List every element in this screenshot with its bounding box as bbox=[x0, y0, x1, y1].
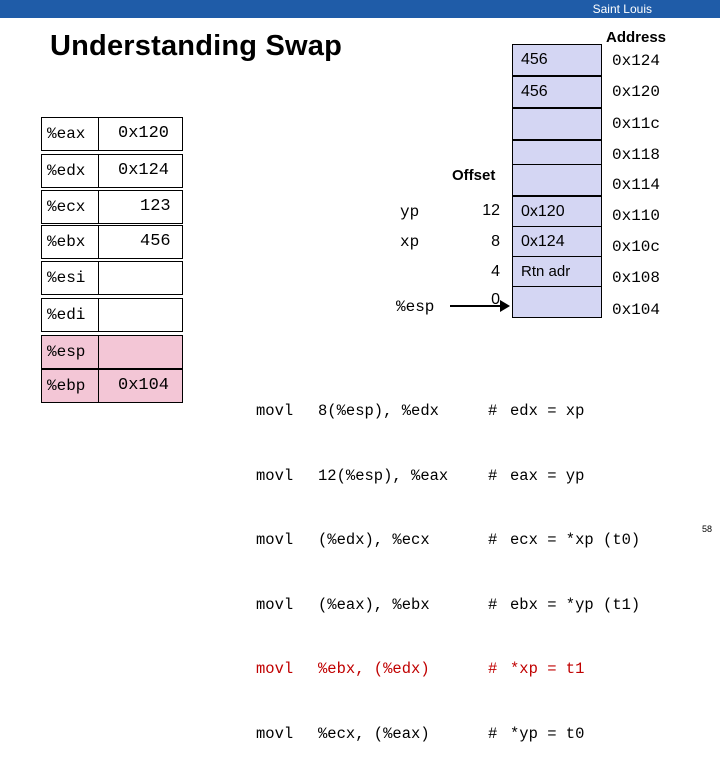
code-args: (%edx), %ecx bbox=[318, 531, 430, 549]
memory-cell: Rtn adr bbox=[512, 256, 602, 288]
register-name: %ebp bbox=[47, 377, 86, 395]
code-hash: # bbox=[488, 595, 498, 614]
register-value: 0x120 bbox=[118, 124, 170, 143]
register-value-box bbox=[98, 335, 183, 369]
register-value-box bbox=[98, 154, 183, 188]
memory-address: 0x114 bbox=[612, 176, 661, 194]
code-hash: # bbox=[488, 402, 498, 420]
register-name: %edx bbox=[47, 162, 86, 180]
register-value: 456 bbox=[140, 232, 171, 251]
register-value-box bbox=[98, 369, 183, 403]
address-header: Address bbox=[606, 29, 667, 46]
top-bar: Saint Louis bbox=[0, 0, 720, 18]
variable-label-yp: yp bbox=[400, 203, 420, 221]
memory-address: 0x104 bbox=[612, 301, 661, 319]
code-args: 8(%esp), %edx bbox=[318, 402, 439, 420]
code-hash: # bbox=[488, 724, 498, 743]
variable-label-xp: xp bbox=[400, 233, 420, 251]
memory-cell-content: 456 bbox=[521, 83, 548, 100]
memory-address: 0x124 bbox=[612, 52, 661, 70]
register-name: %edi bbox=[47, 306, 86, 324]
code-args: 12(%esp), %eax bbox=[318, 466, 449, 485]
offset-header: Offset bbox=[452, 167, 496, 184]
code-comment: *xp = t1 bbox=[510, 660, 585, 678]
memory-cell bbox=[512, 108, 602, 140]
register-name: %ebx bbox=[47, 233, 86, 251]
register-value-box bbox=[98, 225, 183, 259]
code-op: movl bbox=[256, 531, 294, 549]
register-value: 0x104 bbox=[118, 376, 170, 395]
memory-cell: 456 bbox=[512, 76, 602, 108]
register-name: %ecx bbox=[47, 198, 86, 216]
register-value: 0x124 bbox=[118, 161, 170, 180]
code-args: %ebx, (%edx) bbox=[318, 660, 430, 678]
code-op: movl bbox=[256, 660, 294, 678]
memory-cell bbox=[512, 286, 602, 318]
code-hash: # bbox=[488, 660, 498, 678]
memory-cell: 0x124 bbox=[512, 226, 602, 258]
code-op: movl bbox=[256, 595, 294, 614]
memory-cell-content: 0x124 bbox=[521, 233, 565, 250]
memory-cell bbox=[512, 164, 602, 196]
code-operands: 8(%esp), %edx 12(%esp), %eax (%edx), %ec… bbox=[318, 358, 448, 767]
register-value-box bbox=[98, 298, 183, 332]
code-op: movl bbox=[256, 402, 294, 420]
register-name: %esi bbox=[47, 269, 86, 287]
memory-cell: 456 bbox=[512, 44, 602, 76]
offset-value: 4 bbox=[491, 263, 500, 280]
offset-value: 0 bbox=[491, 291, 500, 308]
code-op: movl bbox=[256, 466, 294, 485]
memory-address: 0x118 bbox=[612, 146, 661, 164]
memory-address: 0x108 bbox=[612, 269, 661, 287]
code-args: %ecx, (%eax) bbox=[318, 724, 430, 743]
register-value-box bbox=[98, 261, 183, 295]
register-name: %esp bbox=[47, 343, 86, 361]
code-hashes: # # # # # # bbox=[488, 358, 507, 767]
register-name: %eax bbox=[47, 125, 86, 143]
code-comment: ebx = *yp (t1) bbox=[510, 595, 641, 614]
memory-address: 0x11c bbox=[612, 115, 661, 133]
code-comment: edx = xp bbox=[510, 402, 585, 420]
memory-cell-content: Rtn adr bbox=[521, 263, 571, 280]
code-comment: *yp = t0 bbox=[510, 724, 585, 743]
code-opcodes: movl movl movl movl movl movl bbox=[256, 358, 293, 767]
esp-pointer-label: %esp bbox=[396, 298, 435, 316]
slide-number: 58 bbox=[701, 524, 712, 534]
esp-pointer-arrow-icon bbox=[450, 300, 510, 312]
offset-value: 8 bbox=[491, 233, 500, 250]
offset-value: 12 bbox=[482, 202, 500, 219]
register-value-box bbox=[98, 117, 183, 151]
memory-cell-content: 456 bbox=[521, 51, 548, 68]
register-value-box bbox=[98, 190, 183, 224]
memory-address: 0x110 bbox=[612, 207, 661, 225]
institution-label: Saint Louis bbox=[592, 2, 652, 16]
memory-address: 0x10c bbox=[612, 238, 661, 256]
memory-address: 0x120 bbox=[612, 83, 661, 101]
memory-cell: 0x120 bbox=[512, 196, 602, 228]
code-comments: edx = xp eax = yp ecx = *xp (t0) ebx = *… bbox=[510, 358, 640, 767]
code-hash: # bbox=[488, 531, 498, 549]
code-args: (%eax), %ebx bbox=[318, 595, 430, 614]
slide-title: Understanding Swap bbox=[50, 30, 343, 62]
register-value: 123 bbox=[140, 197, 171, 216]
code-op: movl bbox=[256, 724, 294, 743]
code-hash: # bbox=[488, 466, 498, 485]
code-comment: ecx = *xp (t0) bbox=[510, 531, 641, 549]
memory-cell-content: 0x120 bbox=[521, 203, 565, 220]
code-comment: eax = yp bbox=[510, 466, 585, 485]
